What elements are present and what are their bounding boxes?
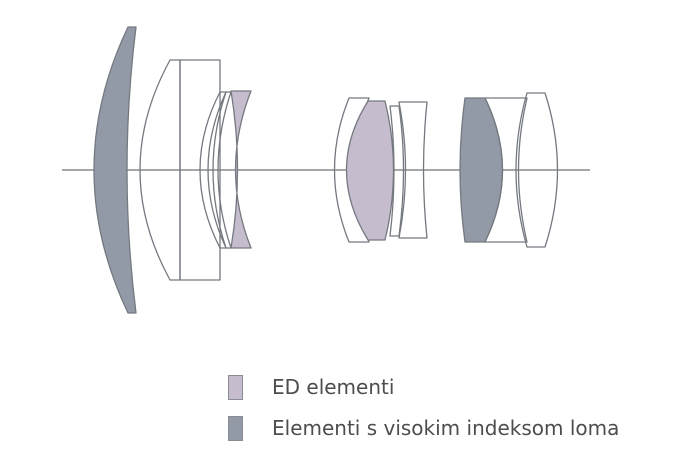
legend: ED elementi Elementi s visokim indeksom … bbox=[228, 372, 688, 454]
lens-element-3 bbox=[179, 59, 221, 281]
high-index-swatch bbox=[228, 416, 243, 441]
lens-element-8-ed bbox=[345, 100, 395, 241]
legend-label-ed: ED elementi bbox=[272, 375, 395, 399]
legend-item-ed: ED elementi bbox=[228, 372, 688, 402]
legend-label-high-index: Elementi s visokim indeksom loma bbox=[272, 416, 620, 440]
lens-element-12 bbox=[484, 97, 528, 243]
lens-element-1-high-index bbox=[93, 26, 137, 314]
lens-element-2 bbox=[139, 59, 181, 281]
lens-element-11-high-index bbox=[459, 97, 504, 243]
ed-swatch bbox=[228, 375, 243, 400]
legend-item-high-index: Elementi s visokim indeksom loma bbox=[228, 413, 688, 443]
lens-element-6-ed bbox=[230, 90, 252, 249]
lens-element-10 bbox=[398, 101, 428, 239]
lens-element-13 bbox=[515, 92, 559, 248]
